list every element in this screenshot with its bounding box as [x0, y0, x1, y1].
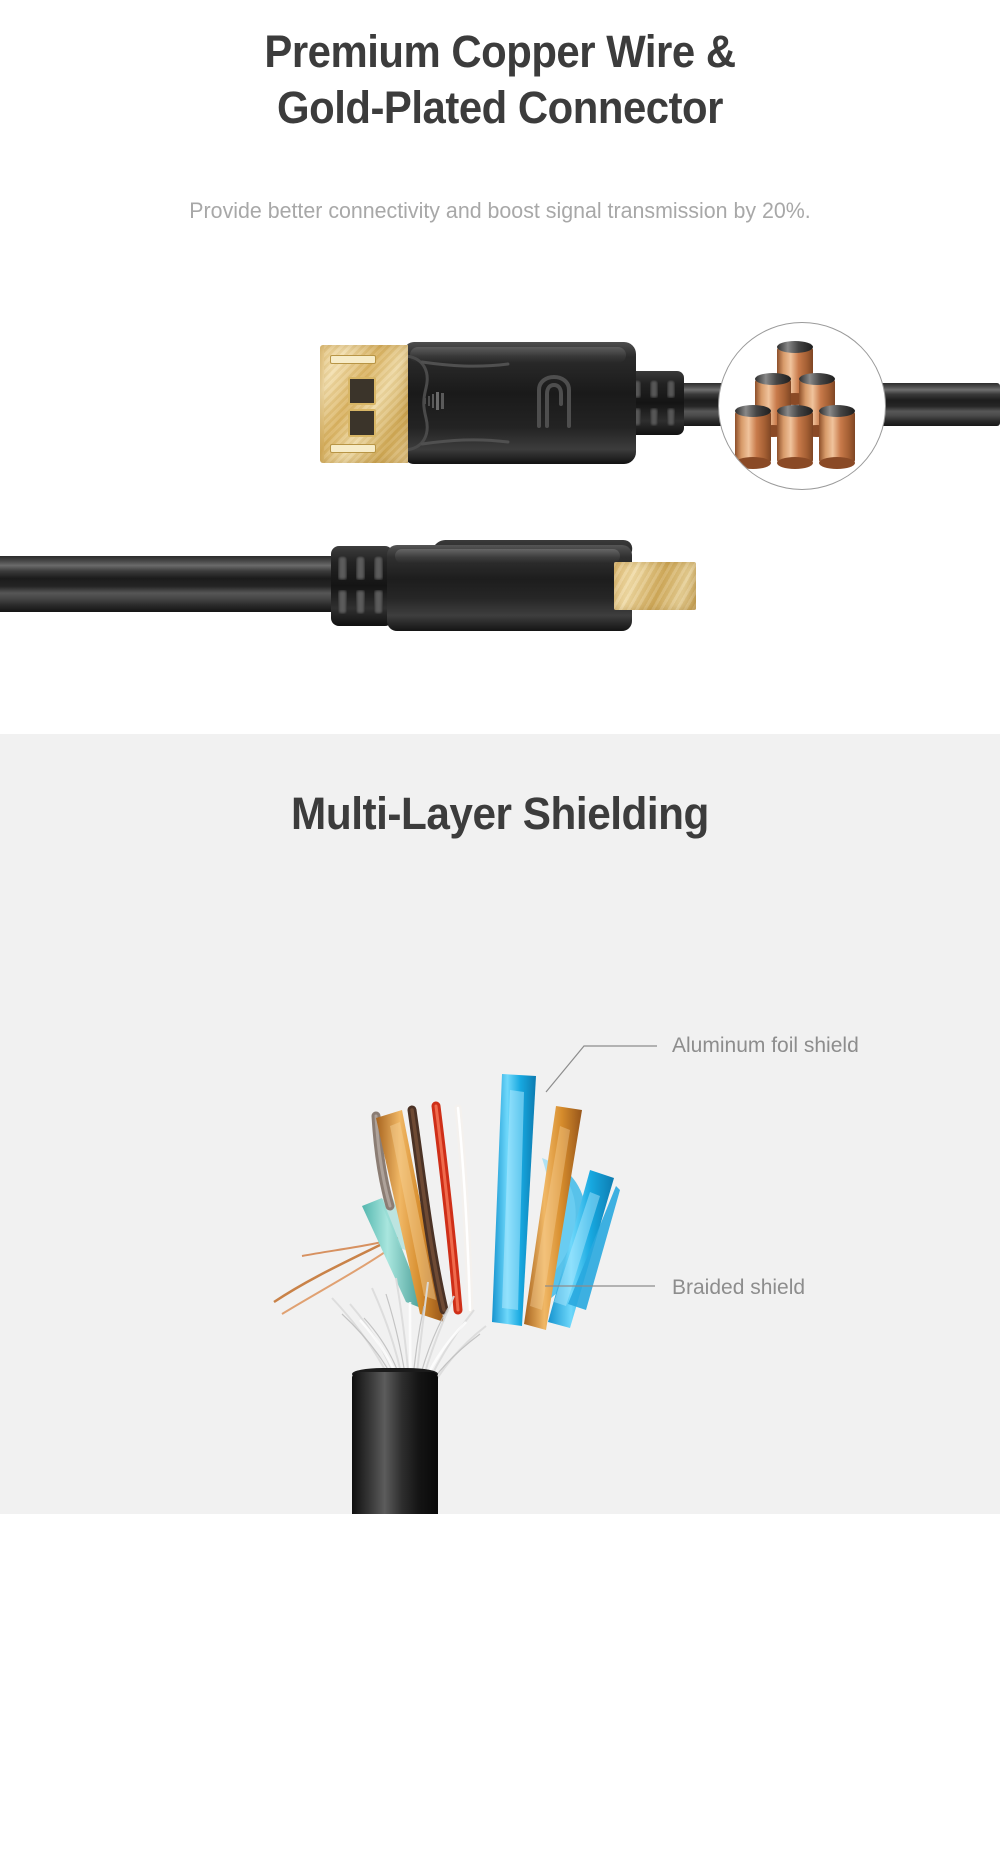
leader-line-braided-shield: [545, 1282, 660, 1290]
section-title-shielding: Multi-Layer Shielding: [291, 788, 709, 839]
connector-housing-bottom: [387, 545, 632, 631]
page-subtitle: Provide better connectivity and boost si…: [189, 198, 811, 223]
gold-plated-tip-front: [320, 345, 408, 463]
connector-latch-groove: [404, 348, 514, 458]
copper-wire-inset: [718, 322, 886, 490]
gold-plated-tip-side: [614, 562, 696, 610]
page-title: Premium Copper Wire & Gold-Plated Connec…: [264, 26, 736, 133]
strain-relief-bottom: [331, 546, 393, 626]
callout-label-aluminum-foil: Aluminum foil shield: [672, 1034, 859, 1057]
section-multi-layer-shielding: Multi-Layer Shielding: [0, 734, 1000, 1876]
callout-label-braided-shield: Braided shield: [672, 1276, 806, 1299]
displayport-logo-icon: [533, 374, 575, 428]
leader-line-aluminum-foil: [544, 1024, 664, 1094]
cable-cutaway-image: [230, 1010, 620, 1876]
section-premium-copper-wire: Premium Copper Wire & Gold-Plated Connec…: [0, 0, 1000, 734]
cable-body-bottom: [0, 556, 345, 612]
braided-shield-strands: [306, 1222, 496, 1399]
connector-emboss-marks: [424, 392, 450, 410]
cable-outer-jacket: [352, 1372, 517, 1876]
inner-conductors-group: [230, 1010, 620, 1340]
